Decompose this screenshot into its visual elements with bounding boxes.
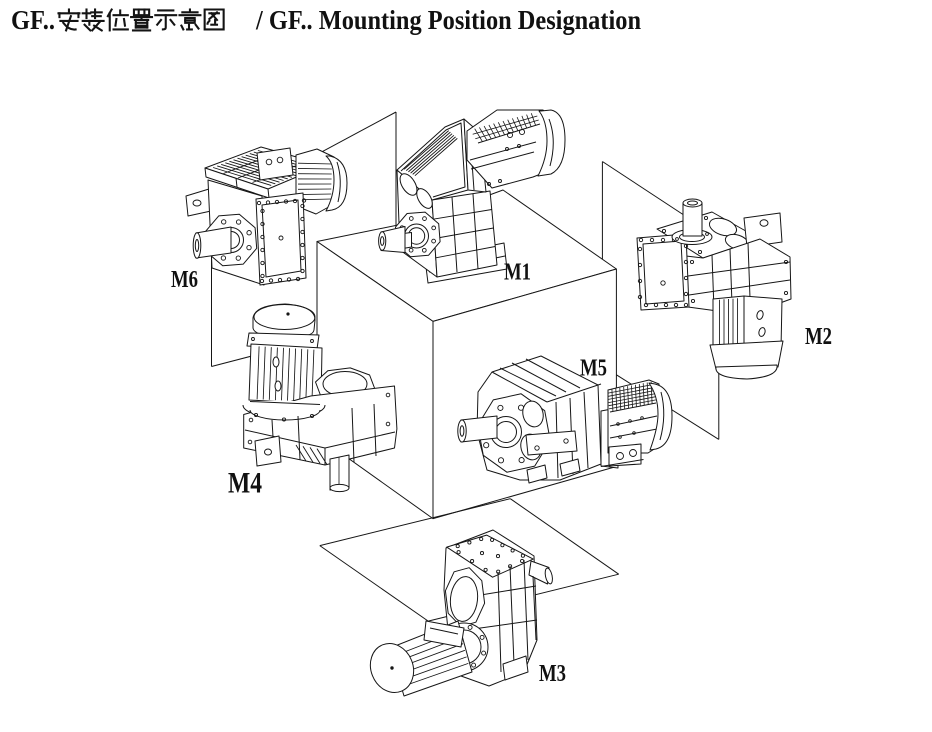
svg-text:M6: M6: [171, 267, 198, 293]
svg-text:M3: M3: [539, 661, 566, 687]
svg-text:M4: M4: [228, 467, 262, 500]
svg-text:GF..: GF..: [11, 5, 55, 35]
svg-text:M5: M5: [580, 356, 607, 382]
svg-text:/ GF.. Mounting Position Desig: / GF.. Mounting Position Designation: [255, 5, 641, 35]
svg-text:M1: M1: [504, 260, 531, 286]
svg-text:M2: M2: [805, 324, 832, 350]
